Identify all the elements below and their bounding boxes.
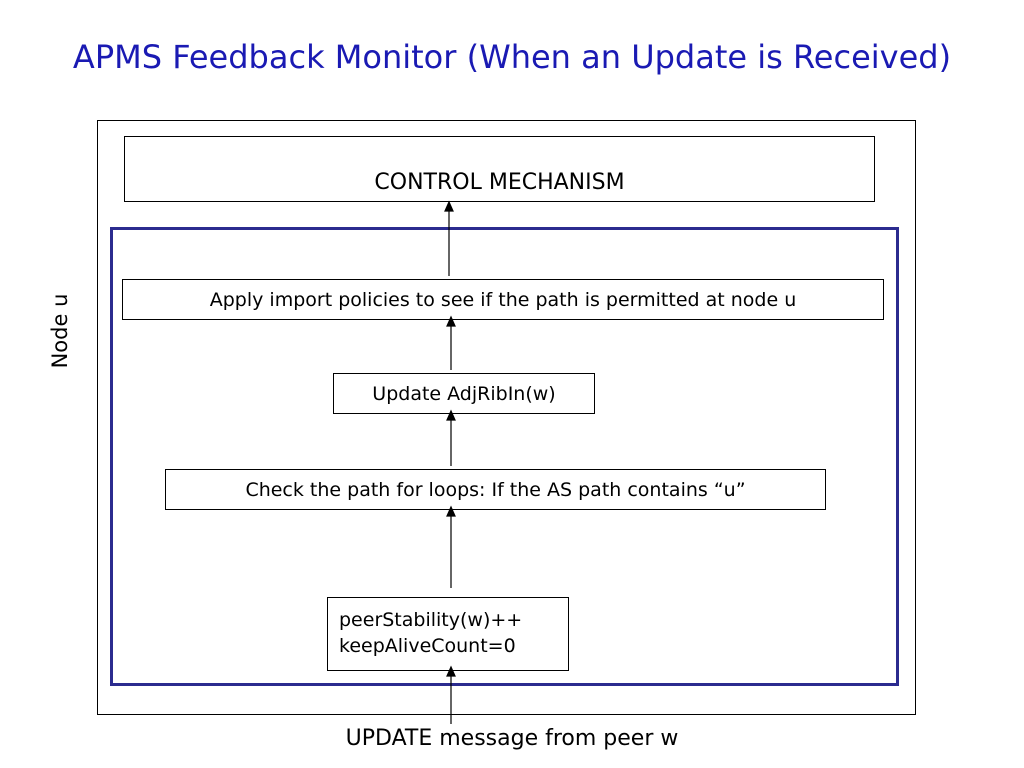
loop-check-box: Check the path for loops: If the AS path… xyxy=(165,469,826,510)
import-policies-box: Apply import policies to see if the path… xyxy=(122,279,884,320)
peer-stability-label: peerStability(w)++ xyxy=(339,609,523,632)
import-policies-label: Apply import policies to see if the path… xyxy=(209,288,797,311)
update-adjribin-box: Update AdjRibIn(w) xyxy=(333,373,595,414)
node-u-frame xyxy=(110,227,899,686)
control-mechanism-label: CONTROL MECHANISM xyxy=(374,170,625,195)
control-mechanism-box: CONTROL MECHANISM xyxy=(124,136,875,202)
keep-alive-label: keepAliveCount=0 xyxy=(339,635,516,657)
node-u-label: Node u xyxy=(48,293,72,369)
slide-title: APMS Feedback Monitor (When an Update is… xyxy=(72,38,952,76)
loop-check-label: Check the path for loops: If the AS path… xyxy=(245,478,746,501)
update-adjribin-label: Update AdjRibIn(w) xyxy=(372,382,556,405)
update-message-label: UPDATE message from peer w xyxy=(345,726,679,751)
peer-stability-box: peerStability(w)++ keepAliveCount=0 xyxy=(327,597,569,671)
outer-frame xyxy=(97,120,916,715)
